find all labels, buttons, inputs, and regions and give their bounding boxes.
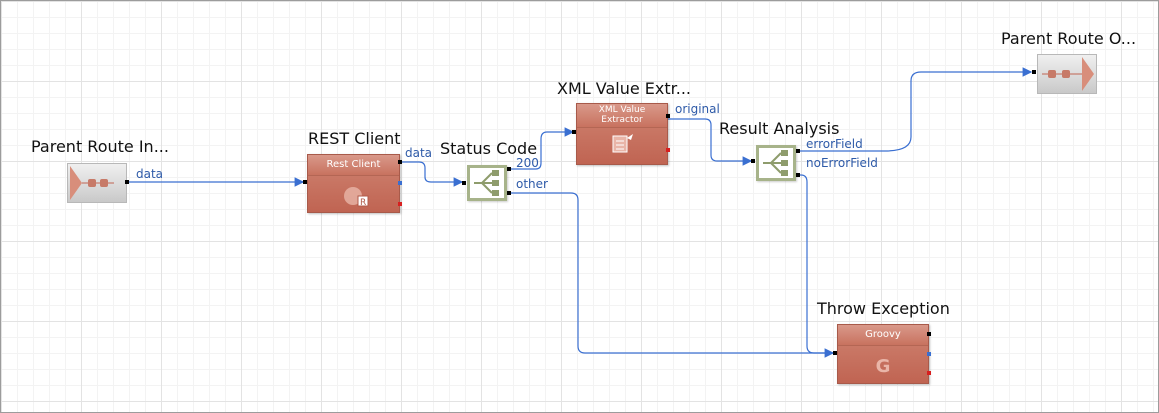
groovy-icon: G <box>876 356 891 377</box>
router-icon <box>763 150 788 176</box>
throw-exception-inner-label: Groovy <box>838 325 928 346</box>
svg-text:R: R <box>360 198 366 208</box>
throw-exception-error-port[interactable] <box>927 371 931 375</box>
rest-client-label: REST Client <box>308 129 401 148</box>
rest-client-inner-label: Rest Client <box>308 155 399 176</box>
xml-inner-label-line2: Extractor <box>601 115 643 125</box>
throw-exception-aux-port[interactable] <box>927 352 931 356</box>
status-code-other-port[interactable] <box>507 191 511 195</box>
rest-client-icon: R <box>344 187 369 208</box>
route-out-icon <box>1042 57 1094 91</box>
status-code-in-port[interactable] <box>462 181 466 185</box>
port-label-status-other: other <box>516 177 548 191</box>
port-label-result-noerror: noErrorField <box>806 156 878 170</box>
rest-client-error-port[interactable] <box>398 202 402 206</box>
parent-route-in-out-port[interactable] <box>125 180 129 184</box>
router-icon <box>474 170 499 196</box>
result-analysis-in-port[interactable] <box>751 159 755 163</box>
rest-client-aux-port[interactable] <box>398 181 402 185</box>
parent-route-out-label: Parent Route O... <box>1001 29 1137 48</box>
result-analysis-noerror-port[interactable] <box>796 173 800 177</box>
wire-status-other-to-throw <box>509 192 835 358</box>
status-code-200-port[interactable] <box>507 167 511 171</box>
xml-value-extractor-inner-label: XML Value Extractor <box>577 104 667 128</box>
status-code-label: Status Code <box>440 139 538 158</box>
wire-xml-to-result <box>668 118 753 166</box>
wire-rest-to-status <box>401 161 464 187</box>
wire-status200-to-xml <box>509 127 575 170</box>
port-label-in-data: data <box>136 167 164 181</box>
xml-value-extractor-node[interactable]: XML Value Extractor <box>576 103 668 165</box>
svg-text:G: G <box>876 356 891 377</box>
xml-inner-label-line1: XML Value <box>598 105 646 115</box>
wire-result-to-out <box>798 67 1033 152</box>
xml-value-extractor-label: XML Value Extr... <box>557 79 692 98</box>
result-analysis-error-port[interactable] <box>796 149 800 153</box>
parent-route-in-node[interactable] <box>67 163 127 203</box>
status-code-node[interactable] <box>467 165 507 201</box>
port-label-rest-data: data <box>405 146 433 160</box>
port-label-result-error: errorField <box>806 137 863 151</box>
throw-exception-node[interactable]: Groovy G <box>837 324 929 384</box>
result-analysis-label: Result Analysis <box>719 119 840 138</box>
parent-route-out-node[interactable] <box>1037 54 1097 94</box>
rest-client-in-port[interactable] <box>303 180 307 184</box>
parent-route-in-label: Parent Route In... <box>31 137 169 156</box>
parent-route-out-in-port[interactable] <box>1032 70 1036 74</box>
route-in-icon <box>70 166 114 200</box>
port-label-xml-original: original <box>675 102 720 116</box>
rest-client-node[interactable]: Rest Client R <box>307 154 400 213</box>
throw-exception-in-port[interactable] <box>833 351 837 355</box>
port-label-status-200: 200 <box>516 156 539 170</box>
xml-extractor-icon <box>612 134 633 153</box>
xml-extractor-error-port[interactable] <box>666 148 670 152</box>
wire-result-noerror-to-throw <box>798 174 833 354</box>
throw-exception-label: Throw Exception <box>817 299 950 318</box>
throw-exception-out-port[interactable] <box>927 332 931 336</box>
rest-client-out-port[interactable] <box>398 160 402 164</box>
xml-extractor-out-port[interactable] <box>666 114 670 118</box>
xml-extractor-in-port[interactable] <box>572 130 576 134</box>
result-analysis-node[interactable] <box>756 145 796 181</box>
